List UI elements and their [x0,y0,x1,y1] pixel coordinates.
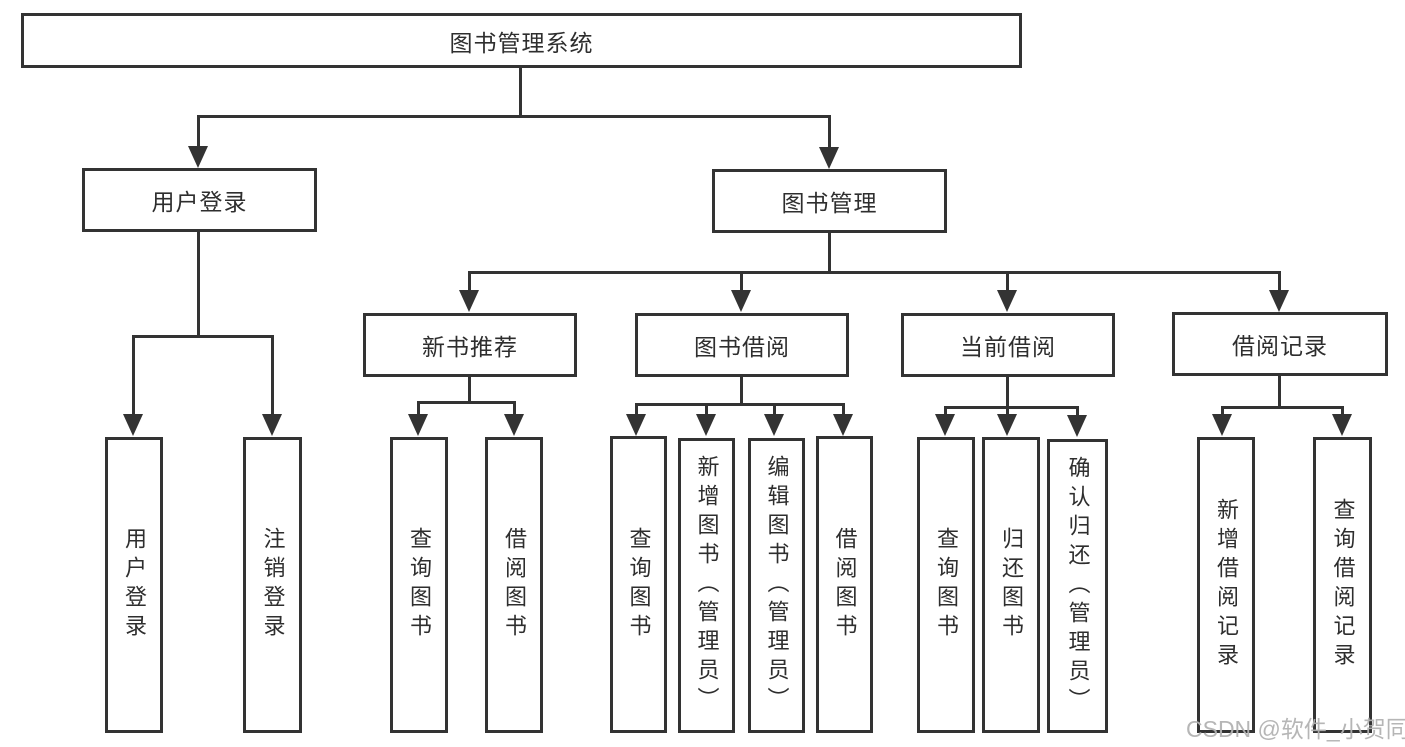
leaf-edit-books-admin: 编辑图书（管理员） [748,438,805,733]
leaf-return-books: 归还图书 [982,437,1040,733]
connector-line [1341,406,1344,416]
leaf-logout: 注销登录 [243,437,302,733]
node-book-management: 图书管理 [712,169,947,233]
node-book-borrowing: 图书借阅 [635,313,849,377]
node-current-borrowing: 当前借阅 [901,313,1115,377]
node-label: 借阅图书 [502,527,527,643]
leaf-borrow-books: 借阅图书 [816,436,873,733]
arrowhead [833,414,853,436]
connector-line [513,401,516,416]
connector-line [468,377,471,404]
arrowhead [123,414,143,436]
arrowhead [997,414,1017,436]
node-label: 归还图书 [999,527,1024,643]
node-label: 图书管理 [781,190,878,216]
connector-line [842,403,845,416]
connector-line [1076,406,1079,416]
node-label: 查询图书 [626,526,652,643]
arrowhead [1212,414,1232,436]
connector-line [1278,375,1281,409]
node-label: 查询图书 [407,527,432,643]
connector-line [828,233,831,274]
arrowhead [188,146,208,168]
connector-line [417,401,516,404]
node-label: 确认归还（管理员） [1065,455,1091,717]
connector-line [468,271,1281,274]
connector-line [519,68,522,117]
connector-line [944,406,947,416]
connector-line [197,115,831,118]
connector-line [132,335,274,338]
arrowhead [408,414,428,436]
node-label: 编辑图书（管理员） [764,455,790,716]
node-label: 注销登录 [260,527,286,643]
leaf-user-login: 用户登录 [105,437,163,733]
arrowhead [935,414,955,436]
connector-line [828,115,831,148]
leaf-confirm-return-admin: 确认归还（管理员） [1047,439,1108,733]
connector-line [1006,406,1009,416]
arrowhead [504,414,524,436]
connector-line [1221,406,1224,416]
leaf-query-books-recommend: 查询图书 [390,437,448,733]
arrowhead [997,290,1017,312]
connector-line [271,335,274,416]
connector-line [1278,271,1281,292]
node-label: 新增借阅记录 [1214,498,1239,672]
node-new-book-recommendation: 新书推荐 [363,313,577,377]
arrowhead [1332,414,1352,436]
leaf-query-borrow-record: 查询借阅记录 [1313,437,1372,733]
arrowhead [731,290,751,312]
arrowhead [696,414,716,436]
arrowhead [626,414,646,436]
arrowhead [1269,290,1289,312]
node-label: 用户登录 [151,189,248,215]
connector-line [635,403,638,416]
leaf-query-books-borrowing: 查询图书 [610,436,667,733]
node-label: 用户登录 [122,527,147,643]
node-label: 查询借阅记录 [1330,498,1356,672]
node-user-login-group: 用户登录 [82,168,317,232]
connector-line [132,335,135,416]
leaf-query-books-current: 查询图书 [917,437,975,733]
node-label: 查询图书 [934,527,959,643]
node-library-management-system: 图书管理系统 [21,13,1022,68]
node-label: 图书管理系统 [449,29,594,56]
arrowhead [262,414,282,436]
node-label: 借阅图书 [832,526,858,643]
node-label: 当前借阅 [960,334,1056,360]
arrowhead [764,414,784,436]
connector-line [1221,406,1344,409]
connector-line [740,271,743,292]
connector-line [635,403,845,406]
connector-line [417,401,420,416]
csdn-watermark: CSDN @软件_小贺同学 [1186,716,1405,742]
arrowhead [459,290,479,312]
connector-line [1006,271,1009,292]
arrowhead [1067,415,1087,437]
leaf-borrow-books-recommend: 借阅图书 [485,437,543,733]
connector-line [197,232,200,338]
node-borrowing-records: 借阅记录 [1172,312,1388,376]
leaf-add-books-admin: 新增图书（管理员） [678,438,735,733]
connector-line [944,406,1079,409]
connector-line [705,403,708,416]
node-label: 新增图书（管理员） [694,455,720,716]
node-label: 新书推荐 [422,334,518,360]
arrowhead [819,147,839,169]
connector-line [197,115,200,148]
connector-line [1006,377,1009,409]
connector-line [740,377,743,406]
node-label: 借阅记录 [1232,333,1328,359]
node-label: 图书借阅 [694,334,790,360]
connector-line [773,403,776,416]
connector-line [468,271,471,292]
leaf-add-borrow-record: 新增借阅记录 [1197,437,1255,733]
